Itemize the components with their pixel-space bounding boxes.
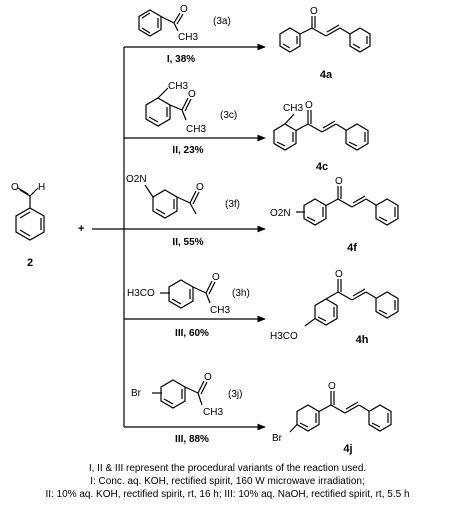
reagent-3a-ch3: CH3 xyxy=(178,32,198,43)
reaction-row-4c: CH3 O CH3 (3c) II, 23% CH3 O 4c xyxy=(124,81,369,173)
reaction-scheme: O H 2 + O CH3 (3a) I, 38% xyxy=(11,4,399,455)
product-number-4h: 4h xyxy=(356,334,369,346)
svg-text:O: O xyxy=(335,269,343,280)
footnote-line-3: II: 10% aq. KOH, rectified spirit, rt, 1… xyxy=(45,489,410,500)
reagent-3h-h3co: H3CO xyxy=(127,288,155,299)
reagent-3h-structure xyxy=(160,279,216,309)
svg-text:O: O xyxy=(310,6,318,17)
condition-4h: III, 60% xyxy=(175,328,209,339)
reagent-id-3f: (3f) xyxy=(225,199,240,210)
reaction-row-4j: Br O CH3 (3j) III, 88% Br O 4j xyxy=(124,372,392,455)
svg-text:O: O xyxy=(180,4,188,15)
condition-4j: III, 88% xyxy=(175,434,209,445)
product-number-4c: 4c xyxy=(316,161,328,173)
reagent-3f-structure xyxy=(144,184,200,219)
benzaldehyde-structure xyxy=(15,187,45,241)
reagent-3j-ch3: CH3 xyxy=(203,407,223,418)
reagent-3c-ch3: CH3 xyxy=(186,124,206,135)
product-number-4j: 4j xyxy=(343,443,352,455)
reaction-row-4a: O CH3 (3a) I, 38% O 4a xyxy=(124,4,371,81)
footnote-line-1: I, II & III represent the procedural var… xyxy=(88,463,367,474)
reagent-id-3h: (3h) xyxy=(232,288,250,299)
plus-sign: + xyxy=(78,223,84,235)
compound-number-2: 2 xyxy=(27,257,33,269)
reagent-id-3c: (3c) xyxy=(220,110,237,121)
product-4f-structure xyxy=(296,186,399,226)
reagent-id-3a: (3a) xyxy=(213,16,231,27)
svg-text:O: O xyxy=(188,89,196,100)
svg-text:O: O xyxy=(196,182,204,193)
footnote-line-2: I: Conc. aq. KOH, rectified spirit, 160 … xyxy=(90,476,365,487)
reaction-row-4f: O2N O (3f) II, 55% O2N O 4f xyxy=(124,174,399,254)
condition-4c: II, 23% xyxy=(172,145,203,156)
product-4h-structure xyxy=(304,279,399,327)
product-4c-structure xyxy=(273,110,369,151)
product-4j-br: Br xyxy=(272,433,283,444)
reaction-row-4h: H3CO O CH3 (3h) III, 60% H3CO O 4h xyxy=(124,269,399,346)
svg-text:O: O xyxy=(212,272,220,283)
condition-4f: II, 55% xyxy=(172,237,203,248)
product-4c-ch3: CH3 xyxy=(283,103,303,114)
reagent-id-3j: (3j) xyxy=(228,389,242,400)
product-number-4f: 4f xyxy=(347,242,357,254)
reagent-3j-br: Br xyxy=(131,388,142,399)
reagent-3c-structure xyxy=(145,87,192,127)
svg-text:O: O xyxy=(204,372,212,383)
condition-4a: I, 38% xyxy=(167,54,195,65)
reagent-3h-ch3: CH3 xyxy=(210,305,230,316)
product-4f-o2n: O2N xyxy=(270,208,291,219)
oxygen-label: O xyxy=(11,182,19,193)
reagent-3f-o2n: O2N xyxy=(126,174,147,185)
product-4h-h3co: H3CO xyxy=(270,331,298,342)
product-4a-structure xyxy=(279,16,371,53)
svg-text:O: O xyxy=(305,100,313,111)
reagent-3a-structure xyxy=(138,9,184,37)
svg-text:O: O xyxy=(335,176,343,187)
product-number-4a: 4a xyxy=(320,69,333,81)
reagent-3c-ortho-ch3: CH3 xyxy=(168,81,188,92)
reagent-3j-structure xyxy=(152,379,208,409)
aldehyde-h-label: H xyxy=(38,182,45,193)
branch-lines xyxy=(92,47,125,427)
svg-text:O: O xyxy=(328,381,336,392)
product-4j-structure xyxy=(289,391,392,433)
